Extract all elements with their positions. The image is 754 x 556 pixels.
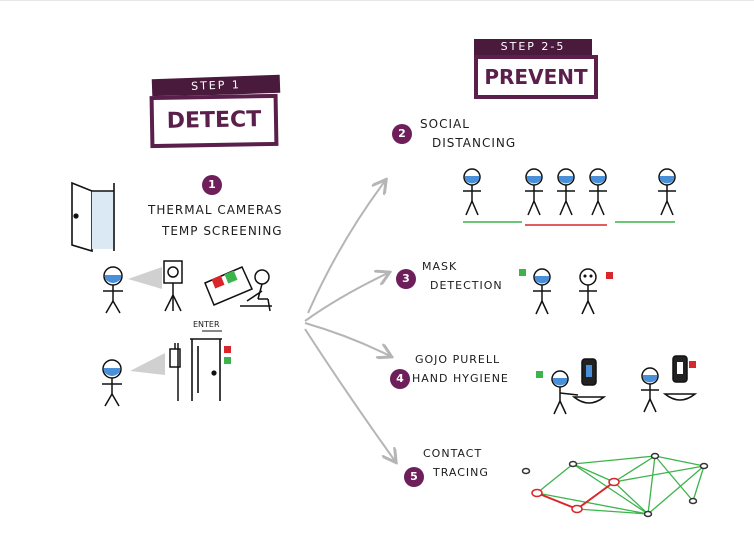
contact-link (654, 455, 705, 467)
contact-node (688, 497, 698, 505)
temp-screening-label: TEMP SCREENING (162, 224, 283, 238)
exposed-contact-node (571, 504, 583, 514)
contact-node (650, 452, 660, 460)
distancing-person-icon (463, 168, 481, 216)
thermal-cameras-label: THERMAL CAMERAS (148, 203, 283, 217)
unmasked-person-icon (579, 268, 597, 315)
flow-arrows (304, 181, 395, 461)
contact-link (536, 492, 649, 515)
hand-washing-person-icon (551, 370, 579, 415)
detect-title-box: DETECT (149, 93, 279, 149)
mask-ok-check (519, 269, 526, 276)
tracing-label: TRACING (433, 466, 489, 479)
contact-node (521, 467, 531, 475)
sanitizer-dispenser-icon-2 (672, 355, 688, 383)
step-2-badge: 2 (392, 124, 412, 144)
contact-link (536, 463, 574, 494)
detection-label: DETECTION (430, 279, 503, 292)
status-red-flag (224, 346, 231, 353)
contact-tracing-network (521, 452, 709, 518)
open-door-icon (71, 181, 115, 253)
contact-link (692, 465, 705, 502)
distancing-person-icon (589, 168, 607, 216)
exposure-link (536, 492, 578, 510)
arrow-to-social-distancing (307, 181, 385, 314)
contact-link (572, 463, 649, 515)
contact-label: CONTACT (423, 447, 483, 460)
monitor-screening-icon (204, 266, 272, 307)
status-green-check (224, 357, 231, 364)
contact-node (643, 510, 653, 518)
distancing-label: DISTANCING (432, 136, 517, 150)
arrow-to-hand-hygiene (304, 322, 390, 356)
no-mask-alert (606, 272, 613, 279)
distancing-person-icon (525, 168, 543, 216)
contact-link (654, 455, 694, 502)
masked-person-entering-icon (102, 359, 122, 407)
prevent-step-banner: STEP 2-5 (474, 39, 592, 55)
arrow-to-contact-tracing (304, 328, 395, 461)
wash-basin-icon-2 (662, 393, 698, 401)
distancing-person-icon (658, 168, 676, 216)
exposed-contact-node (531, 488, 543, 498)
masked-person-icon (103, 266, 123, 314)
hand-hygiene-label: HAND HYGIENE (412, 372, 509, 385)
step-1-badge: 1 (202, 175, 222, 195)
gojo-purell-label: GOJO PURELL (415, 353, 501, 366)
prevent-step-label: STEP 2-5 (500, 40, 566, 53)
contact-link (572, 463, 615, 483)
mask-label: MASK (422, 260, 458, 273)
thermal-camera-icon (163, 260, 183, 312)
seated-person-icon (254, 269, 271, 312)
contact-node (568, 460, 578, 468)
step-4-badge: 4 (390, 369, 410, 389)
door-enter-sign: ENTER (193, 320, 220, 329)
contact-link (647, 455, 656, 515)
contact-node (699, 462, 709, 470)
step-3-badge: 3 (396, 269, 416, 289)
contact-link (613, 465, 705, 483)
wall-sensor-icon (169, 343, 181, 401)
step-5-badge: 5 (404, 467, 424, 487)
wash-basin-icon (571, 396, 607, 404)
contact-link (647, 465, 705, 515)
entry-door-icon (190, 330, 222, 401)
exposure-link (576, 481, 615, 510)
social-distancing-people (463, 168, 676, 216)
prevent-title: PREVENT (484, 65, 588, 89)
hygiene-ok-check (536, 371, 543, 378)
exposed-contact-node (608, 477, 620, 487)
masked-person-icon-2 (533, 268, 551, 315)
contact-link (572, 455, 656, 465)
sanitizer-dispenser-icon (581, 358, 597, 386)
contact-link (613, 455, 656, 483)
distancing-person-icon (557, 168, 575, 216)
detect-title: DETECT (166, 107, 262, 134)
contact-link (576, 508, 649, 515)
unwashed-person-icon (641, 367, 659, 413)
contact-link (613, 481, 649, 515)
prevent-title-box: PREVENT (474, 55, 598, 99)
detect-step-label: STEP 1 (190, 78, 242, 93)
social-label: SOCIAL (420, 117, 470, 131)
hygiene-alert (689, 361, 696, 368)
arrow-to-mask-detection (304, 273, 388, 322)
sensor-beam (130, 353, 165, 375)
camera-beam (128, 267, 162, 289)
